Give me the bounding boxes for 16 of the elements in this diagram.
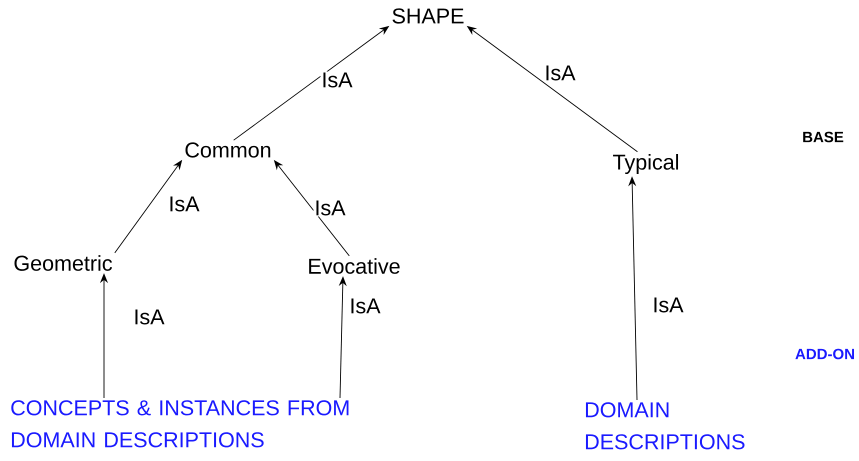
layer-label: BASE bbox=[803, 132, 844, 142]
node-label: Common bbox=[186, 142, 270, 158]
node-label: Evocative bbox=[309, 258, 400, 274]
node-label: Typical bbox=[613, 154, 678, 174]
node-label: SHAPE bbox=[392, 8, 464, 24]
node-label: Geometric bbox=[14, 255, 112, 271]
layer-label: ADD-ON bbox=[795, 348, 854, 360]
edge-label: IsA bbox=[651, 296, 685, 314]
node-label: CONCEPTS & INSTANCES FROM DOMAIN DESCRIPTIONS bbox=[11, 400, 348, 448]
node-label: DOMAIN DESCRIPTIONS bbox=[586, 402, 744, 450]
edge-label: IsA bbox=[348, 298, 382, 314]
edge-label: IsA bbox=[313, 200, 347, 216]
edge-label: IsA bbox=[320, 72, 354, 88]
edge-label: IsA bbox=[167, 196, 201, 212]
edge-label: IsA bbox=[132, 308, 166, 326]
edge-label: IsA bbox=[543, 64, 577, 82]
